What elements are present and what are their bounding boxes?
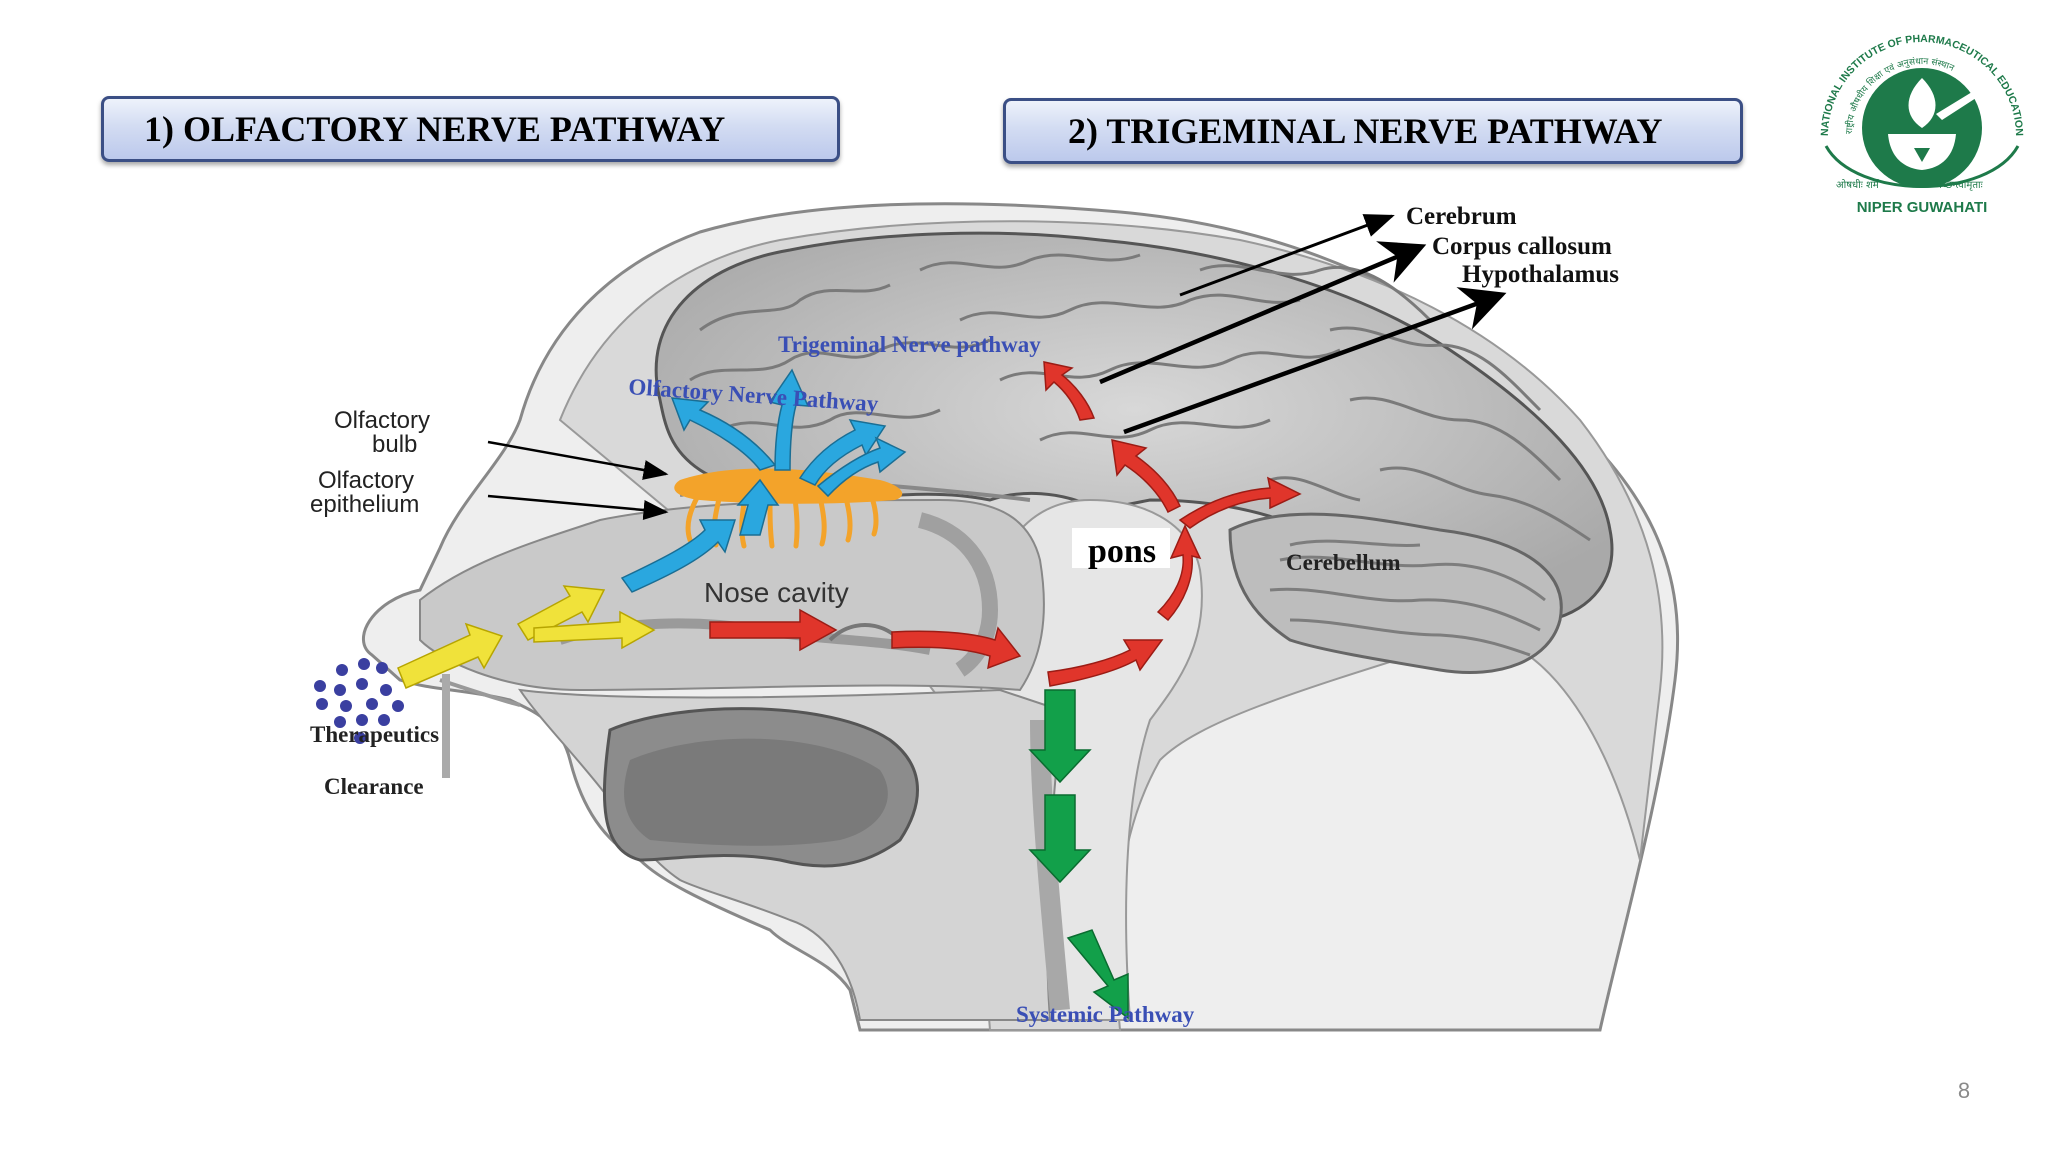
- brain-gyri: [689, 253, 1591, 542]
- clearance-bar: [442, 674, 450, 778]
- logo-motto-right: यच्छन्त्वामृताः: [1936, 180, 1984, 191]
- label-therapeutics: Therapeutics: [310, 722, 439, 747]
- blue-arrows: [620, 368, 907, 593]
- pestle-icon: [1936, 92, 1976, 120]
- label-cerebrum: Cerebrum: [1406, 203, 1517, 230]
- title-trigeminal-nerve-pathway: 2) TRIGEMINAL NERVE PATHWAY: [1003, 98, 1743, 164]
- label-olfactory-bulb-line1: Olfactory: [334, 407, 430, 434]
- label-trigeminal-pathway: Trigeminal Nerve pathway: [778, 332, 1041, 357]
- label-nose-cavity: Nose cavity: [704, 577, 849, 608]
- logo-motto-left: ओषधीः शर्म: [1836, 179, 1880, 191]
- label-olfactory-epithelium-line2: epithelium: [310, 491, 419, 518]
- label-hypothalamus: Hypothalamus: [1462, 261, 1619, 288]
- label-olfactory-epithelium-line1: Olfactory: [318, 467, 414, 494]
- title-olfactory-nerve-pathway: 1) OLFACTORY NERVE PATHWAY: [101, 96, 840, 162]
- title-olfactory-text: 1) OLFACTORY NERVE PATHWAY: [144, 109, 726, 149]
- nasal-anatomy: [419, 481, 1070, 1021]
- logo-name: NIPER GUWAHATI: [1857, 199, 1988, 216]
- label-clearance: Clearance: [324, 774, 424, 799]
- label-pons: pons: [1088, 533, 1156, 570]
- leaf-icon: [1908, 78, 1936, 128]
- label-olfactory-bulb-line2: bulb: [372, 431, 417, 458]
- green-arrows: [1028, 689, 1129, 1020]
- yellow-arrows: [397, 585, 656, 689]
- red-arrows: [709, 361, 1302, 687]
- title-trigeminal-text: 2) TRIGEMINAL NERVE PATHWAY: [1068, 111, 1663, 151]
- label-systemic-pathway: Systemic Pathway: [1016, 1002, 1195, 1027]
- pons-label-box: [1072, 528, 1170, 568]
- page-number: 8: [1957, 1078, 1971, 1103]
- black-arrows: [487, 214, 1507, 520]
- label-cerebellum: Cerebellum: [1286, 550, 1401, 575]
- niper-guwahati-logo: NATIONAL INSTITUTE OF PHARMACEUTICAL EDU…: [1796, 16, 2025, 216]
- tongue: [624, 738, 888, 846]
- cerebellum: [1228, 512, 1563, 675]
- label-corpus-callosum: Corpus callosum: [1432, 233, 1612, 260]
- therapeutic-particles: [314, 658, 404, 744]
